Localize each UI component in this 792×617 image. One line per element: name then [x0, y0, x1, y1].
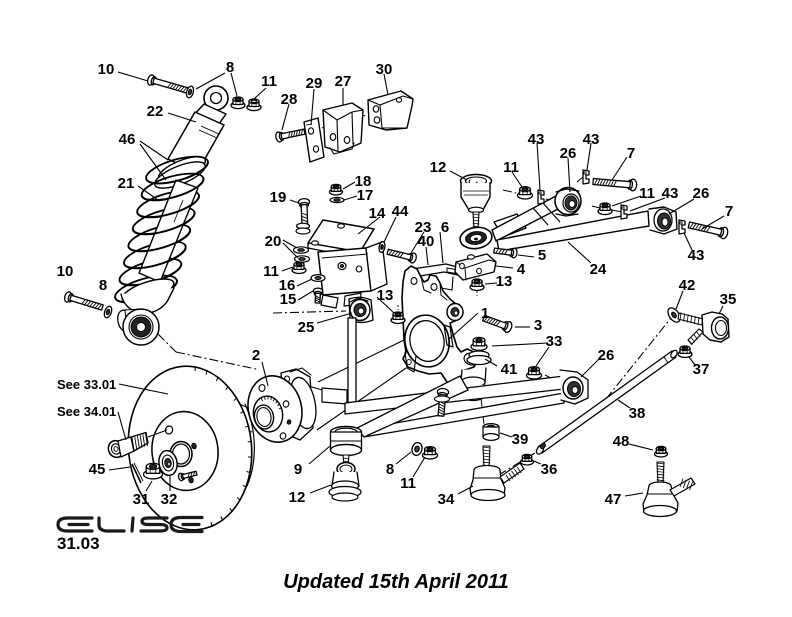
svg-text:28: 28 — [281, 91, 298, 108]
svg-text:11: 11 — [400, 475, 416, 492]
svg-text:34: 34 — [438, 491, 455, 508]
svg-text:48: 48 — [613, 433, 630, 450]
svg-text:31.03: 31.03 — [57, 534, 100, 553]
svg-text:6: 6 — [441, 219, 449, 236]
svg-text:31: 31 — [133, 491, 150, 508]
svg-text:12: 12 — [430, 159, 447, 176]
svg-text:37: 37 — [693, 361, 710, 378]
svg-text:26: 26 — [560, 145, 577, 162]
svg-text:27: 27 — [335, 73, 352, 90]
svg-text:45: 45 — [89, 461, 106, 478]
svg-text:15: 15 — [280, 291, 297, 308]
svg-text:5: 5 — [538, 247, 546, 264]
svg-text:17: 17 — [357, 187, 374, 204]
svg-text:30: 30 — [376, 61, 393, 78]
svg-text:40: 40 — [418, 233, 435, 250]
svg-text:11: 11 — [639, 185, 655, 202]
svg-text:See 33.01: See 33.01 — [57, 377, 116, 392]
svg-text:43: 43 — [528, 131, 545, 148]
svg-text:10: 10 — [98, 61, 115, 78]
svg-text:12: 12 — [289, 489, 306, 506]
svg-text:36: 36 — [541, 461, 558, 478]
svg-text:14: 14 — [369, 205, 386, 222]
svg-text:13: 13 — [496, 273, 513, 290]
svg-text:26: 26 — [598, 347, 615, 364]
svg-text:7: 7 — [725, 203, 733, 220]
svg-text:1: 1 — [481, 305, 489, 322]
svg-text:26: 26 — [693, 185, 710, 202]
svg-text:11: 11 — [503, 159, 519, 176]
svg-text:39: 39 — [512, 431, 529, 448]
svg-text:Updated 15th April 2011: Updated 15th April 2011 — [283, 571, 509, 593]
svg-text:20: 20 — [265, 233, 282, 250]
svg-text:42: 42 — [679, 277, 696, 294]
svg-text:19: 19 — [270, 189, 287, 206]
svg-text:29: 29 — [306, 75, 323, 92]
svg-text:11: 11 — [261, 73, 277, 90]
svg-text:7: 7 — [627, 145, 635, 162]
svg-text:13: 13 — [377, 287, 394, 304]
svg-text:38: 38 — [629, 405, 646, 422]
svg-text:47: 47 — [605, 491, 622, 508]
svg-text:35: 35 — [720, 291, 737, 308]
svg-text:10: 10 — [57, 263, 74, 280]
svg-text:33: 33 — [546, 333, 563, 350]
svg-text:43: 43 — [688, 247, 705, 264]
svg-text:8: 8 — [226, 59, 234, 76]
svg-text:8: 8 — [99, 277, 107, 294]
svg-text:25: 25 — [298, 319, 315, 336]
svg-text:21: 21 — [118, 175, 135, 192]
svg-text:See 34.01: See 34.01 — [57, 404, 116, 419]
svg-text:43: 43 — [583, 131, 600, 148]
svg-text:43: 43 — [662, 185, 679, 202]
svg-text:9: 9 — [294, 461, 302, 478]
svg-text:44: 44 — [392, 203, 409, 220]
svg-text:4: 4 — [517, 261, 526, 278]
svg-text:8: 8 — [386, 461, 394, 478]
svg-text:24: 24 — [590, 261, 607, 278]
svg-text:46: 46 — [119, 131, 136, 148]
svg-text:2: 2 — [252, 347, 260, 364]
svg-text:11: 11 — [263, 263, 279, 280]
svg-text:22: 22 — [147, 103, 164, 120]
svg-text:32: 32 — [161, 491, 178, 508]
svg-text:3: 3 — [534, 317, 542, 334]
svg-text:41: 41 — [501, 361, 518, 378]
